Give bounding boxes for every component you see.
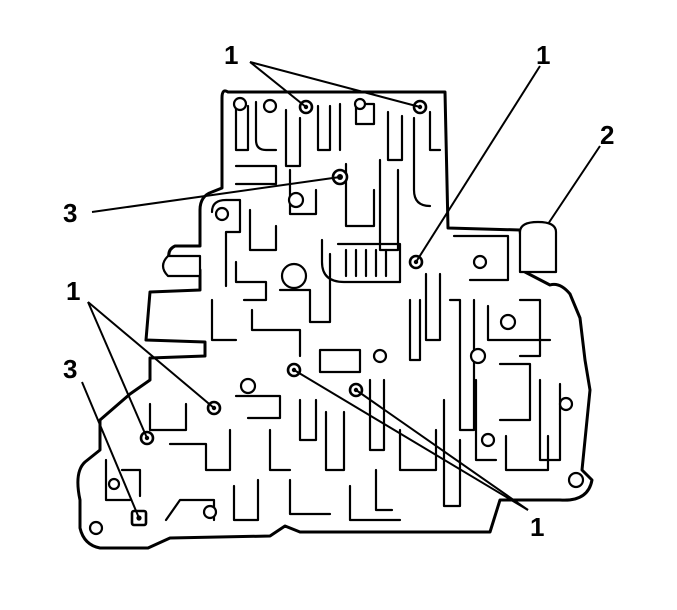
callout-3-upper: 3: [63, 198, 77, 228]
callout-1-bottom: 1: [530, 512, 544, 542]
fluid-passages: [104, 100, 562, 522]
callout-3-lower: 3: [63, 354, 77, 384]
ports: [88, 96, 585, 536]
callout-1-upper-right: 1: [536, 40, 550, 70]
callout-labels: 1 1 2 3 1 3 1: [63, 40, 614, 542]
callout-1-left: 1: [66, 276, 80, 306]
valve-body-outline: [76, 89, 594, 550]
callout-2: 2: [600, 120, 614, 150]
callout-1-top: 1: [224, 40, 238, 70]
leader-lines: [81, 61, 601, 519]
mounting-tab: [161, 254, 202, 278]
bolt-top-right: [412, 99, 428, 115]
valve-boss: [518, 220, 558, 274]
